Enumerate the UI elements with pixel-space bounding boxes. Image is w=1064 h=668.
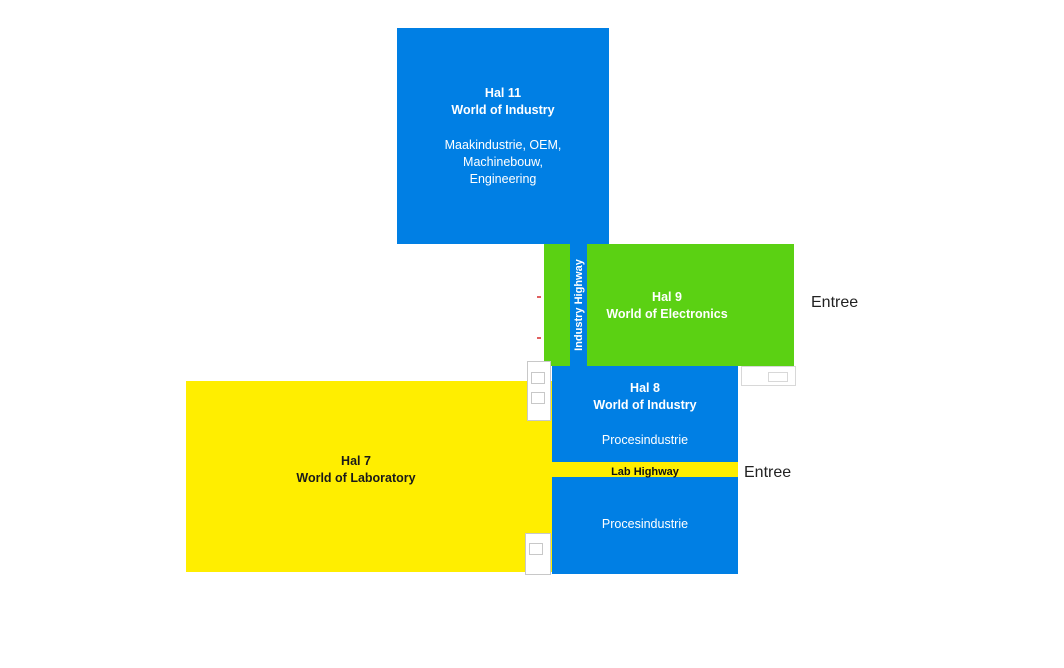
marker-tick — [537, 296, 541, 298]
hall-11-label: Hal 11 World of Industry Maakindustrie, … — [397, 85, 609, 188]
hall-8-name: Hal 8 — [630, 381, 660, 395]
entrance-hal-9: Entree — [811, 294, 859, 311]
hall-11-desc-line2: Machinebouw, — [463, 155, 543, 169]
hall-8-desc-lower: Procesindustrie — [601, 517, 689, 531]
hall-8-label: Hal 8 World of Industry — [552, 380, 738, 414]
hall-9-name: Hal 9 — [652, 290, 682, 304]
hall-9-theme: World of Electronics — [606, 307, 728, 321]
hall-11-desc-line3: Engineering — [469, 172, 537, 186]
hall-8-desc-upper: Procesindustrie — [601, 433, 689, 447]
hall-11-desc-line1: Maakindustrie, OEM, — [444, 138, 562, 152]
hall-7-name: Hal 7 — [341, 454, 371, 468]
industry-highway-label: Industry Highway — [572, 259, 585, 351]
hall-11-name: Hal 11 — [484, 86, 522, 100]
industry-highway[interactable]: Industry Highway — [570, 244, 587, 366]
lab-highway-label: Lab Highway — [611, 466, 679, 478]
lab-highway[interactable]: Lab Highway — [552, 462, 738, 478]
hall-11[interactable] — [397, 28, 609, 244]
hall-8-theme: World of Industry — [593, 398, 697, 412]
hall-9-label: Hal 9 World of Electronics — [587, 289, 747, 323]
marker-tick — [537, 337, 541, 339]
hall-11-theme: World of Industry — [451, 103, 555, 117]
hall-7[interactable] — [186, 381, 552, 572]
hall-7-theme: World of Laboratory — [296, 471, 416, 485]
entrance-hal-8: Entree — [744, 464, 792, 481]
hall-7-label: Hal 7 World of Laboratory — [186, 453, 526, 487]
